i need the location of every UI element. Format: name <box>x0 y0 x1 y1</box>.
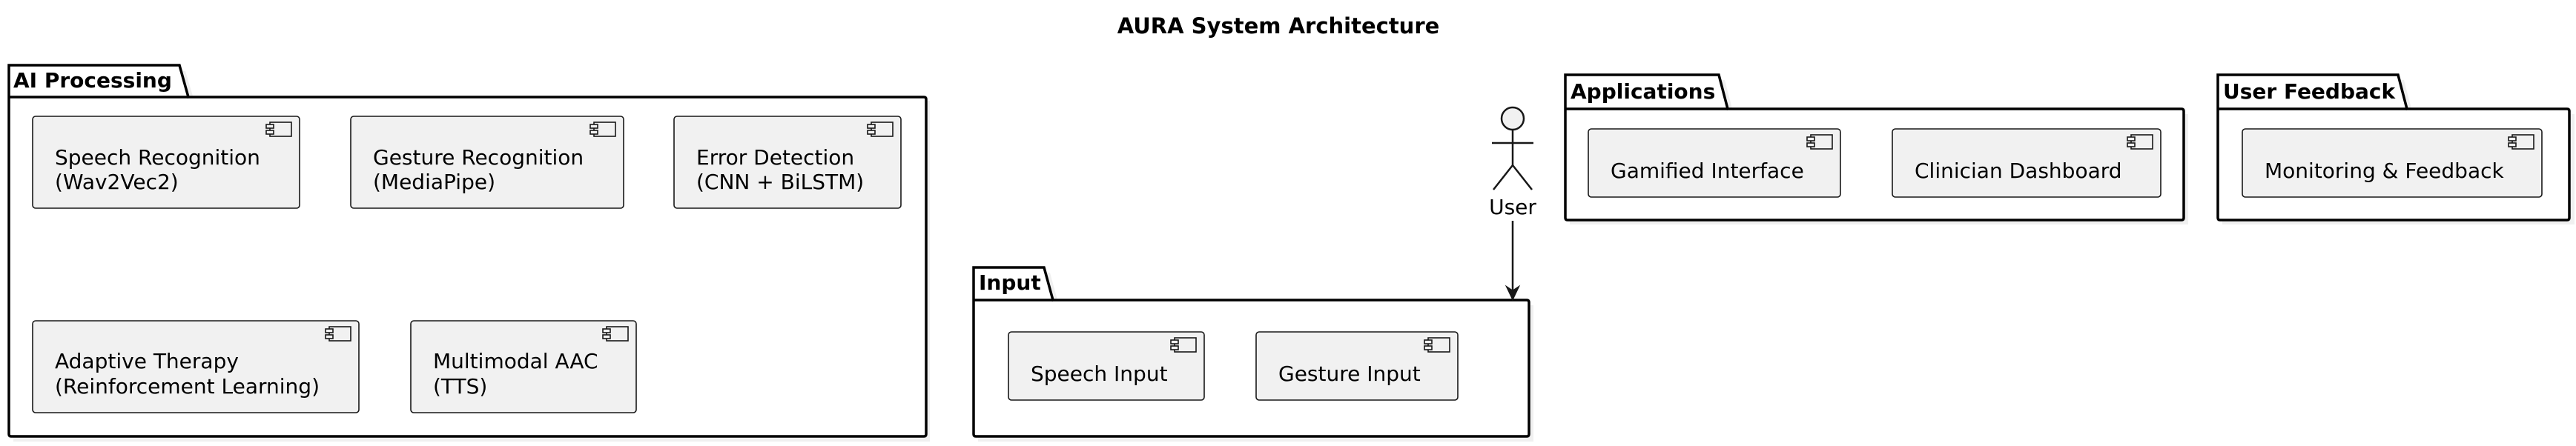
component-icon <box>1170 337 1197 353</box>
diagram-title: AURA System Architecture <box>1117 13 1440 39</box>
component-label-line1: Error Detection <box>696 145 854 170</box>
user-stick-figure-icon <box>1492 106 1533 190</box>
component-label-line1: Multimodal AAC <box>433 349 598 373</box>
component-clinician-dashboard[interactable]: Clinician Dashboard <box>1892 128 2161 198</box>
component-icon <box>589 122 616 137</box>
package-label: AI Processing <box>13 68 172 93</box>
component-label: Speech Input <box>1031 362 1168 386</box>
component-label: Monitoring & Feedback <box>2265 159 2504 183</box>
component-label-line2: (CNN + BiLSTM) <box>696 170 864 194</box>
component-label-line2: (Reinforcement Learning) <box>55 374 320 399</box>
component-icon <box>325 326 351 342</box>
component-icon <box>602 326 629 342</box>
component-icon <box>1424 337 1450 353</box>
component-label: Gesture Input <box>1278 362 1421 386</box>
component-label: Clinician Dashboard <box>1915 159 2122 183</box>
component-icon <box>265 122 292 137</box>
package-label: Applications <box>1571 79 1715 104</box>
component-gesture-input[interactable]: Gesture Input <box>1255 331 1459 401</box>
component-label-line1: Speech Recognition <box>55 145 260 170</box>
package-applications: Applications Gamified Interface Clinicia… <box>1564 73 2188 224</box>
package-label: Input <box>979 270 1041 295</box>
actor-label: User <box>1489 195 1536 219</box>
component-gesture-recognition[interactable]: Gesture Recognition (MediaPipe) <box>350 116 624 209</box>
arrow-user-to-input <box>1505 221 1521 302</box>
component-label-line2: (Wav2Vec2) <box>55 170 179 194</box>
component-label-line2: (MediaPipe) <box>373 170 495 194</box>
actor-user[interactable]: User <box>1489 106 1536 219</box>
component-label: Gamified Interface <box>1611 159 1804 183</box>
component-label-line1: Gesture Recognition <box>373 145 584 170</box>
component-error-detection[interactable]: Error Detection (CNN + BiLSTM) <box>673 116 902 209</box>
component-speech-recognition[interactable]: Speech Recognition (Wav2Vec2) <box>32 116 300 209</box>
component-label-line1: Adaptive Therapy <box>55 349 239 373</box>
component-icon <box>1806 134 1833 150</box>
component-label-line2: (TTS) <box>433 374 487 399</box>
package-input: Input Speech Input Gesture Input <box>972 266 1533 442</box>
component-adaptive-therapy[interactable]: Adaptive Therapy (Reinforcement Learning… <box>32 320 360 413</box>
package-ai-processing: AI Processing Speech Recognition (Wav2Ve… <box>7 64 930 442</box>
component-gamified-interface[interactable]: Gamified Interface <box>1588 128 1841 198</box>
component-monitoring-feedback[interactable]: Monitoring & Feedback <box>2242 128 2543 198</box>
package-label: User Feedback <box>2223 79 2397 104</box>
component-icon <box>2508 134 2534 150</box>
component-icon <box>867 122 894 137</box>
component-multimodal-aac[interactable]: Multimodal AAC (TTS) <box>410 320 637 413</box>
component-speech-input[interactable]: Speech Input <box>1008 331 1205 401</box>
package-user-feedback: User Feedback Monitoring & Feedback <box>2216 73 2575 224</box>
component-icon <box>2127 134 2153 150</box>
